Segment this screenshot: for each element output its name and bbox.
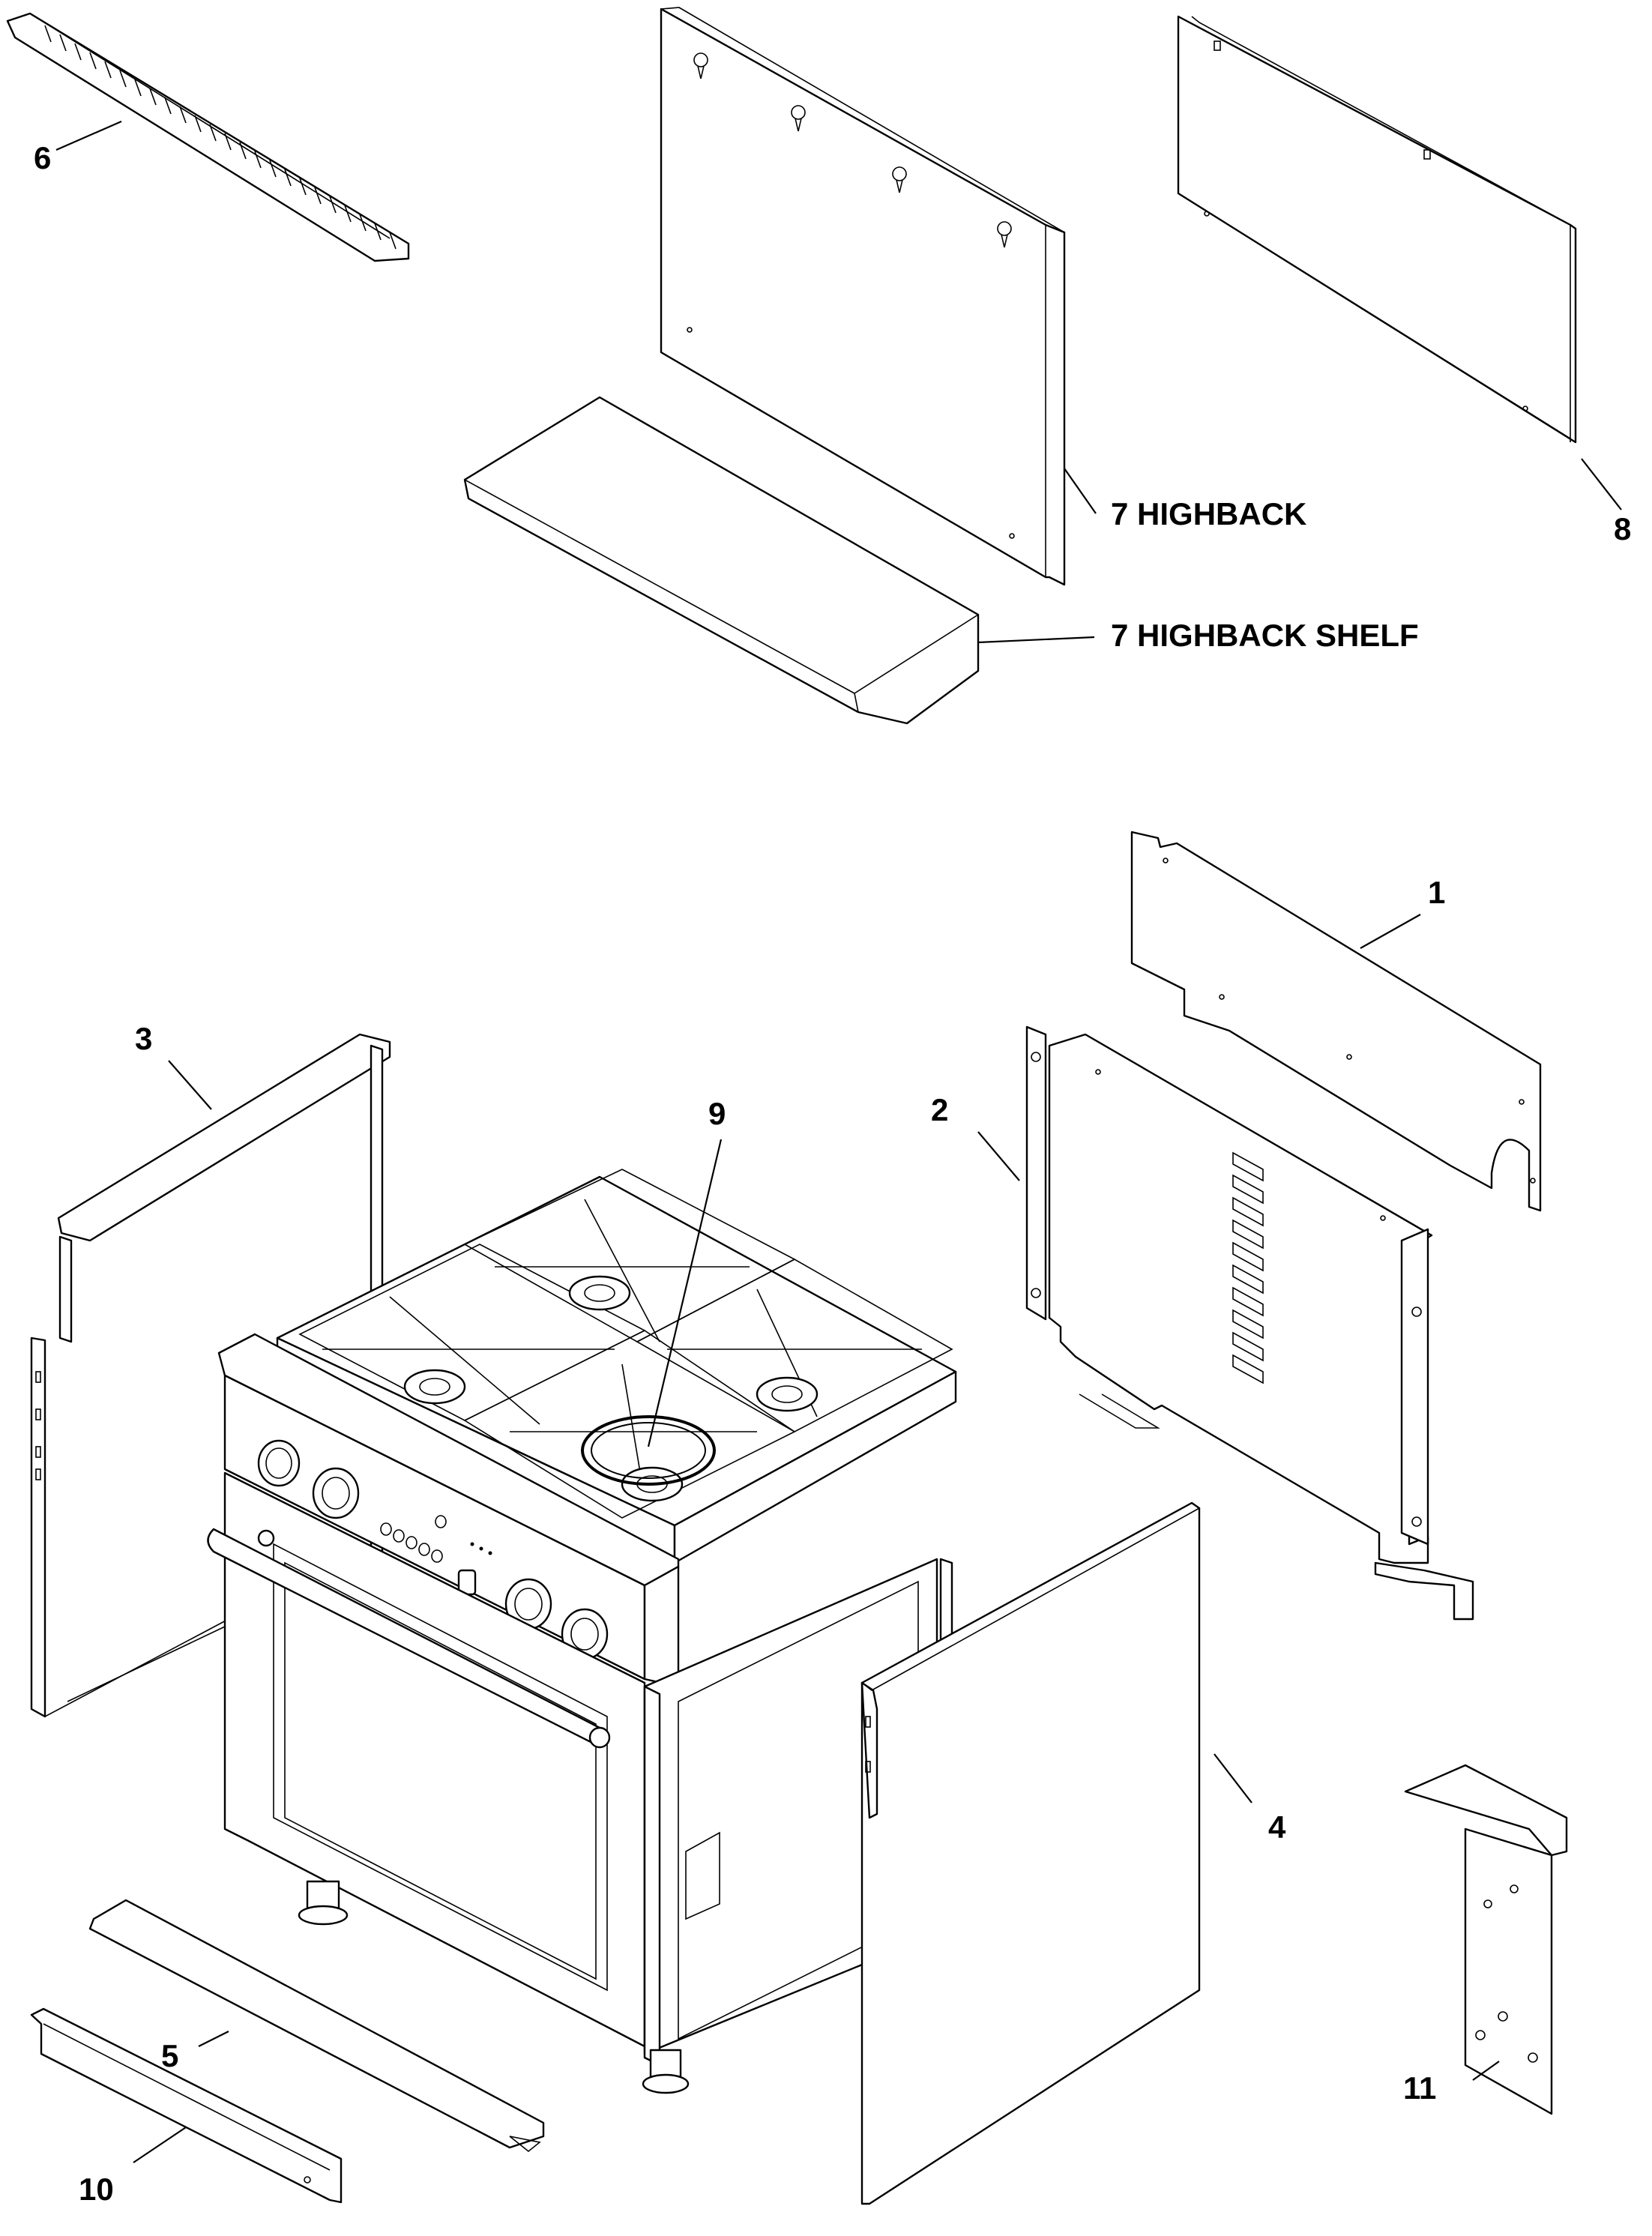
- range-body: [207, 1139, 957, 2094]
- callout-6: 6: [34, 140, 51, 175]
- burner-grates: [298, 1169, 953, 1519]
- callout-9: 9: [708, 1096, 726, 1131]
- part-2-heat-shield: [977, 1025, 1474, 1621]
- control-buttons: [380, 1515, 492, 1563]
- part-7-highback: [660, 7, 1097, 586]
- callout-1: 1: [1428, 875, 1445, 910]
- control-knobs: [257, 1439, 609, 1660]
- callout-8: 8: [1614, 511, 1631, 546]
- part-7-highback-shelf: [463, 396, 1095, 725]
- callout-7-highback-shelf: 7 HIGHBACK SHELF: [1111, 618, 1419, 653]
- callout-3: 3: [135, 1021, 152, 1056]
- part-9-wok-ring: [581, 1139, 723, 1486]
- part-4-right-side-panel: [860, 1501, 1252, 2205]
- callout-5: 5: [161, 2038, 178, 2073]
- part-10-lower-trim: [30, 2007, 343, 2204]
- part-11-bracket: [1404, 1764, 1568, 2115]
- part-8-rear-panel: [1177, 15, 1622, 510]
- part-1-rear-wrapper: [1130, 831, 1542, 1212]
- callout-7-highback: 7 HIGHBACK: [1111, 496, 1306, 531]
- callout-4: 4: [1268, 1809, 1286, 1845]
- callout-10: 10: [79, 2172, 114, 2207]
- callout-2: 2: [931, 1092, 948, 1127]
- range-legs: [298, 1880, 690, 2094]
- oven-door: [207, 1471, 646, 2048]
- callout-11: 11: [1403, 2070, 1436, 2106]
- part-5-kick-panel: [88, 1899, 545, 2153]
- part-6-vent-trim: [6, 12, 410, 262]
